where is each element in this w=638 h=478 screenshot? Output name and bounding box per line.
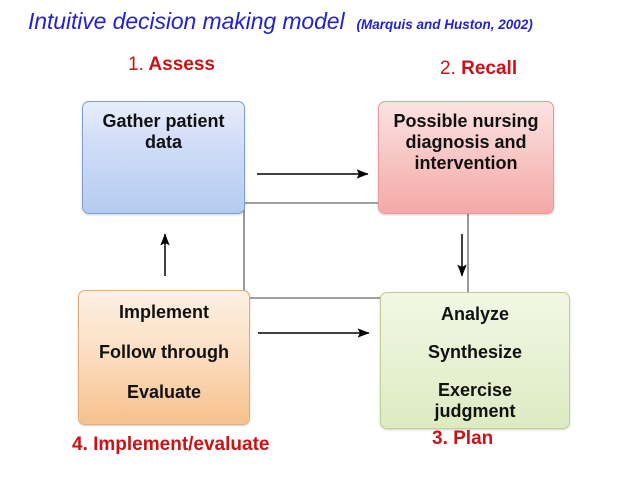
node-gather-patient-data[interactable]: Gather patient data bbox=[82, 101, 245, 214]
step-label-plan: 3. Plan bbox=[432, 428, 494, 449]
node-diagnosis-line2: diagnosis and bbox=[405, 131, 527, 152]
slide-title: Intuitive decision making model (Marquis… bbox=[28, 8, 618, 42]
node-gather-line2: data bbox=[144, 131, 182, 152]
step-text-assess: Assess bbox=[143, 54, 215, 75]
step-label-recall: 2. Recall bbox=[440, 58, 517, 80]
node-diagnosis-line3: intervention bbox=[414, 152, 518, 173]
node-analyze-synthesize-judgment[interactable]: Analyze Synthesize Exercise judgment bbox=[380, 292, 570, 429]
node-analyze-line2: Synthesize bbox=[427, 341, 523, 362]
step-label-assess: 1. Assess bbox=[128, 54, 215, 76]
title-main-text: Intuitive decision making model bbox=[28, 8, 345, 34]
node-analyze-line3: Exercise bbox=[437, 379, 513, 400]
node-diagnosis-line1: Possible nursing bbox=[393, 111, 539, 131]
node-implement-line3: Evaluate bbox=[126, 381, 202, 402]
node-possible-nursing-diagnosis[interactable]: Possible nursing diagnosis and intervent… bbox=[378, 101, 554, 214]
node-analyze-line1: Analyze bbox=[440, 304, 510, 324]
step-number-2: 2. bbox=[440, 58, 456, 79]
title-citation-text: (Marquis and Huston, 2002) bbox=[356, 17, 533, 32]
node-implement-follow-evaluate[interactable]: Implement Follow through Evaluate bbox=[78, 290, 250, 425]
step-label-implement-evaluate: 4. Implement/evaluate bbox=[72, 434, 270, 455]
step-text-recall: Recall bbox=[455, 58, 518, 79]
node-implement-line2: Follow through bbox=[99, 341, 229, 362]
step-number-1: 1. bbox=[128, 54, 144, 75]
node-gather-line1: Gather patient bbox=[102, 111, 225, 131]
node-implement-line1: Implement bbox=[118, 302, 210, 322]
node-analyze-line4: judgment bbox=[434, 400, 516, 421]
